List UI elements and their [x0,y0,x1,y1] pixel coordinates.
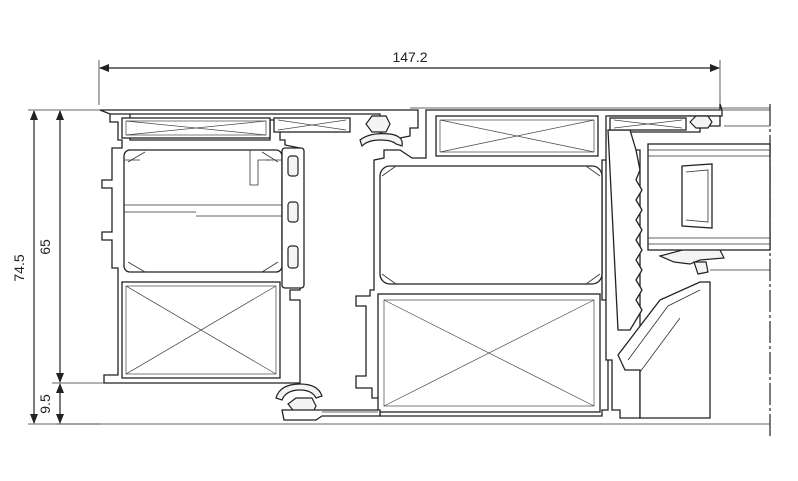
total-height-label: 74.5 [11,254,27,281]
glass-unit [647,109,771,271]
left-top-insulation [125,120,267,136]
frame-height-label: 65 [37,239,53,255]
right-glazing-frame [605,115,725,419]
middle-top-insulation [439,119,595,153]
width-dimension: 147.2 [98,49,721,105]
sill-height-dimension: 9.5 [37,383,64,424]
middle-insulation-block [383,299,595,407]
total-height-dimension: 74.5 [11,109,100,425]
frame-height-dimension: 65 [37,110,104,384]
bottom-gasket [275,383,381,421]
thermal-break-strip [281,147,305,289]
sill-height-label: 9.5 [37,394,53,414]
top-gasket [359,115,403,148]
width-dimension-label: 147.2 [392,49,427,65]
left-insulation-block [125,285,277,375]
middle-frame-profile [355,103,723,417]
left-sash-profile [99,109,419,384]
